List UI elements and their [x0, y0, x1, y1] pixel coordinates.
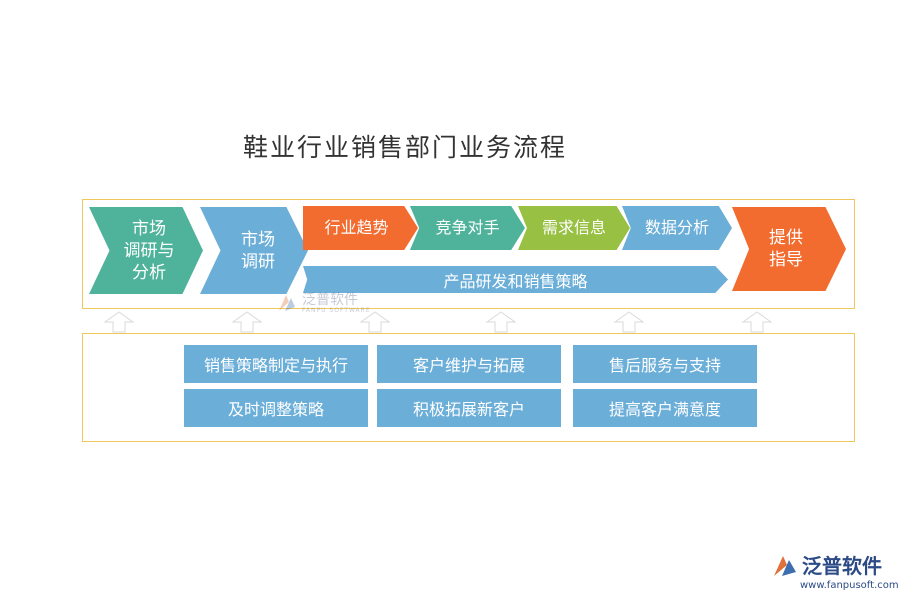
data-analysis-step: 数据分析 [622, 206, 732, 250]
demand-info-label: 需求信息 [541, 218, 606, 237]
competitor-step: 竞争对手 [410, 206, 525, 250]
activity-box: 积极拓展新客户 [377, 389, 561, 427]
brand-url: www.fanpusoft.com [800, 580, 899, 591]
data-analysis-label: 数据分析 [644, 218, 709, 237]
watermark-name: 泛普软件 [302, 291, 358, 308]
brand-name: 泛普软件 [802, 554, 882, 578]
provide-guidance-label: 提供指导 [769, 228, 803, 270]
diagram-title: 鞋业行业销售部门业务流程 [243, 133, 568, 162]
up-arrow-icon [742, 311, 772, 333]
up-arrow-icon [104, 311, 134, 333]
provide-guidance-step: 提供指导 [732, 207, 846, 291]
up-arrow-icon [232, 311, 262, 333]
activity-box: 及时调整策略 [184, 389, 368, 427]
fanpu-logo-icon [279, 295, 295, 311]
activity-box: 售后服务与支持 [573, 345, 757, 383]
up-arrow-icon [486, 311, 516, 333]
competitor-label: 竞争对手 [435, 218, 500, 237]
market-research-analysis-label: 市场调研与分析 [123, 218, 175, 283]
demand-info-step: 需求信息 [518, 206, 630, 250]
activity-box: 销售策略制定与执行 [184, 345, 368, 383]
product-strategy-label: 产品研发和销售策略 [443, 271, 588, 291]
industry-trend-label: 行业趋势 [324, 218, 389, 237]
up-arrow-icon [614, 311, 644, 333]
activity-box: 客户维护与拓展 [377, 345, 561, 383]
market-research-label: 市场调研 [241, 229, 275, 272]
watermark-url: FANPU SOFTWARE [302, 306, 371, 314]
up-arrow-icon [360, 311, 390, 333]
product-strategy-bar: 产品研发和销售策略 [303, 266, 728, 293]
industry-trend-step: 行业趋势 [303, 206, 418, 250]
activity-box: 提高客户满意度 [573, 389, 757, 427]
brand-logo: 泛普软件 [772, 554, 882, 578]
fanpu-logo-icon [774, 556, 796, 576]
market-research-step: 市场调研 [200, 207, 308, 294]
watermark: 泛普软件 FANPU SOFTWARE [276, 292, 371, 314]
